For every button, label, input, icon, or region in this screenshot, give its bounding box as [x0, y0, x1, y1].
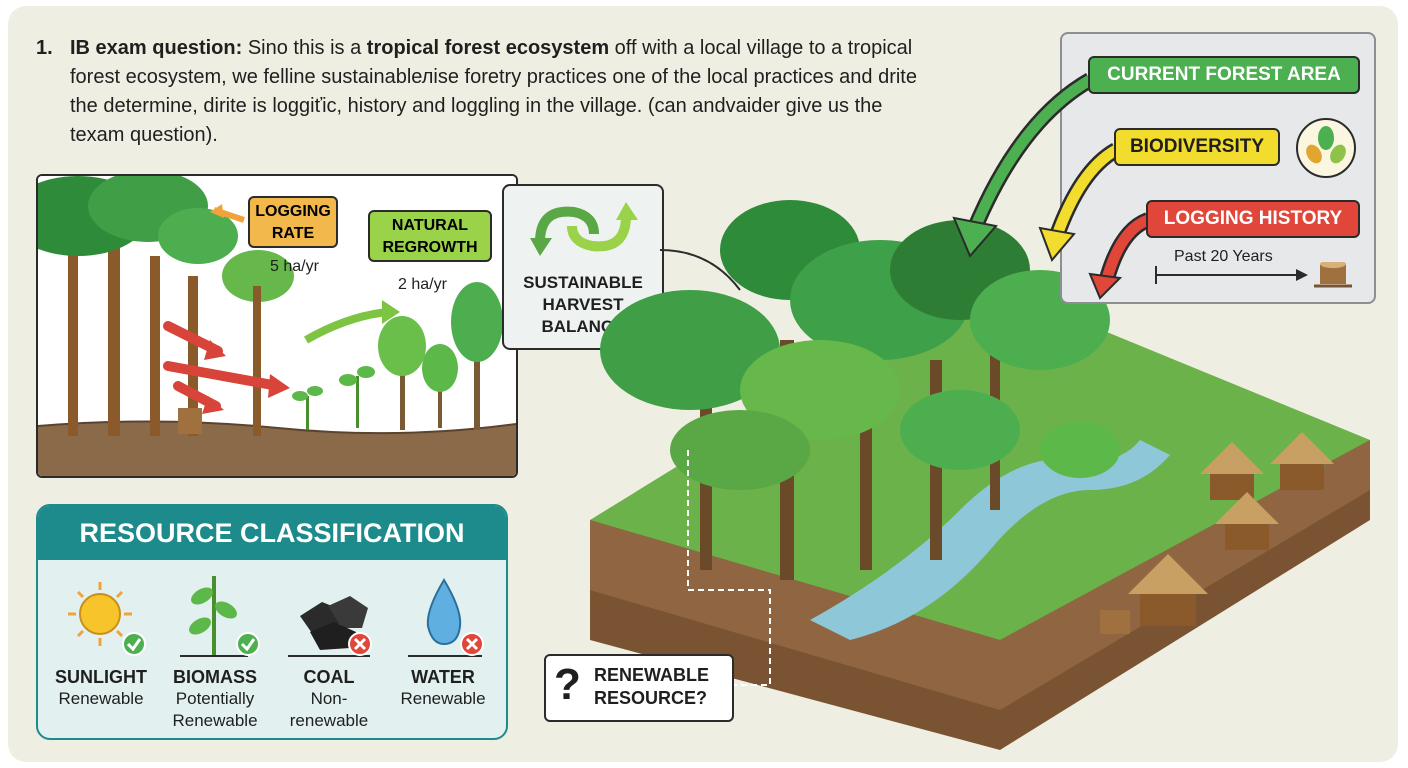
question-part2: off with a local village to a tropical f…	[70, 37, 917, 146]
question-intro: IB exam question:	[70, 37, 243, 59]
seedlings-icon	[292, 282, 503, 430]
question-number: 1.	[36, 37, 53, 59]
sustainable-balance-label: SUSTAINABLE HARVEST BALANCE	[523, 273, 643, 336]
renewable-resource-question: ? RENEWABLE RESOURCE?	[544, 654, 734, 722]
plant-icon	[180, 576, 260, 657]
resource-name: SUNLIGHT	[55, 667, 147, 687]
village-huts-icon	[1100, 432, 1334, 634]
resource-classification-title: RESOURCE CLASSIFICATION	[38, 506, 506, 560]
resource-biomass: BIOMASS Potentially Renewable	[160, 666, 270, 732]
balance-connector-line	[660, 249, 741, 291]
tree-stump-icon	[1314, 262, 1352, 288]
resource-status: Renewable	[400, 689, 486, 708]
resource-name: BIOMASS	[172, 667, 257, 687]
resource-name: WATER	[411, 667, 475, 687]
logging-regrowth-panel: LOGGING RATE 5 ha/yr NATURAL REGROWTH 2 …	[36, 174, 518, 478]
question-highlight: tropical forest ecosystem	[366, 37, 610, 59]
coal-icon	[288, 596, 372, 657]
question-body: IB exam question: Sino this is a tropica…	[70, 34, 936, 150]
resource-icons	[68, 576, 484, 657]
question-mark-icon: ?	[554, 660, 581, 709]
dashed-connector	[687, 450, 771, 686]
question-part1: Sino this is a	[242, 37, 367, 59]
resource-coal: COAL Non-renewable	[274, 666, 384, 732]
resource-status: Non-renewable	[289, 689, 369, 730]
exam-question: 1. IB exam question: Sino this is a trop…	[36, 34, 936, 150]
time-span-label: Past 20 Years	[1174, 248, 1273, 265]
mature-trees-icon	[38, 176, 294, 436]
indicator-arrows	[952, 73, 1152, 300]
timeline-arrow	[1155, 262, 1352, 288]
resource-sunlight: SUNLIGHT Renewable	[46, 666, 156, 710]
logging-history-tag: LOGGING HISTORY	[1146, 200, 1360, 238]
logging-arrows-icon	[163, 204, 290, 414]
natural-regrowth-value: 2 ha/yr	[398, 276, 447, 293]
forest-cross-section-illustration	[38, 176, 516, 476]
resource-status: Renewable	[58, 689, 144, 708]
resource-water: WATER Renewable	[388, 666, 498, 710]
regrowth-arrow-icon	[304, 308, 389, 344]
biodiversity-tag: BIODIVERSITY	[1114, 128, 1280, 166]
current-forest-area-tag: CURRENT FOREST AREA	[1088, 56, 1360, 94]
logging-rate-label: LOGGING RATE	[248, 196, 338, 248]
sun-icon	[68, 582, 146, 656]
logging-rate-value: 5 ha/yr	[270, 258, 319, 275]
resource-name: COAL	[303, 667, 355, 687]
renewable-question-text: RENEWABLE RESOURCE?	[594, 665, 710, 708]
resource-status: Potentially Renewable	[172, 689, 258, 730]
natural-regrowth-label: NATURAL REGROWTH	[368, 210, 492, 262]
leaves-icon	[1296, 118, 1356, 178]
forest-trees-icon	[600, 200, 1120, 580]
resource-classification-panel: RESOURCE CLASSIFICATION	[36, 504, 508, 740]
forest-village-illustration	[590, 200, 1370, 750]
water-drop-icon	[408, 578, 484, 657]
cycle-arrows-icon	[530, 202, 638, 256]
